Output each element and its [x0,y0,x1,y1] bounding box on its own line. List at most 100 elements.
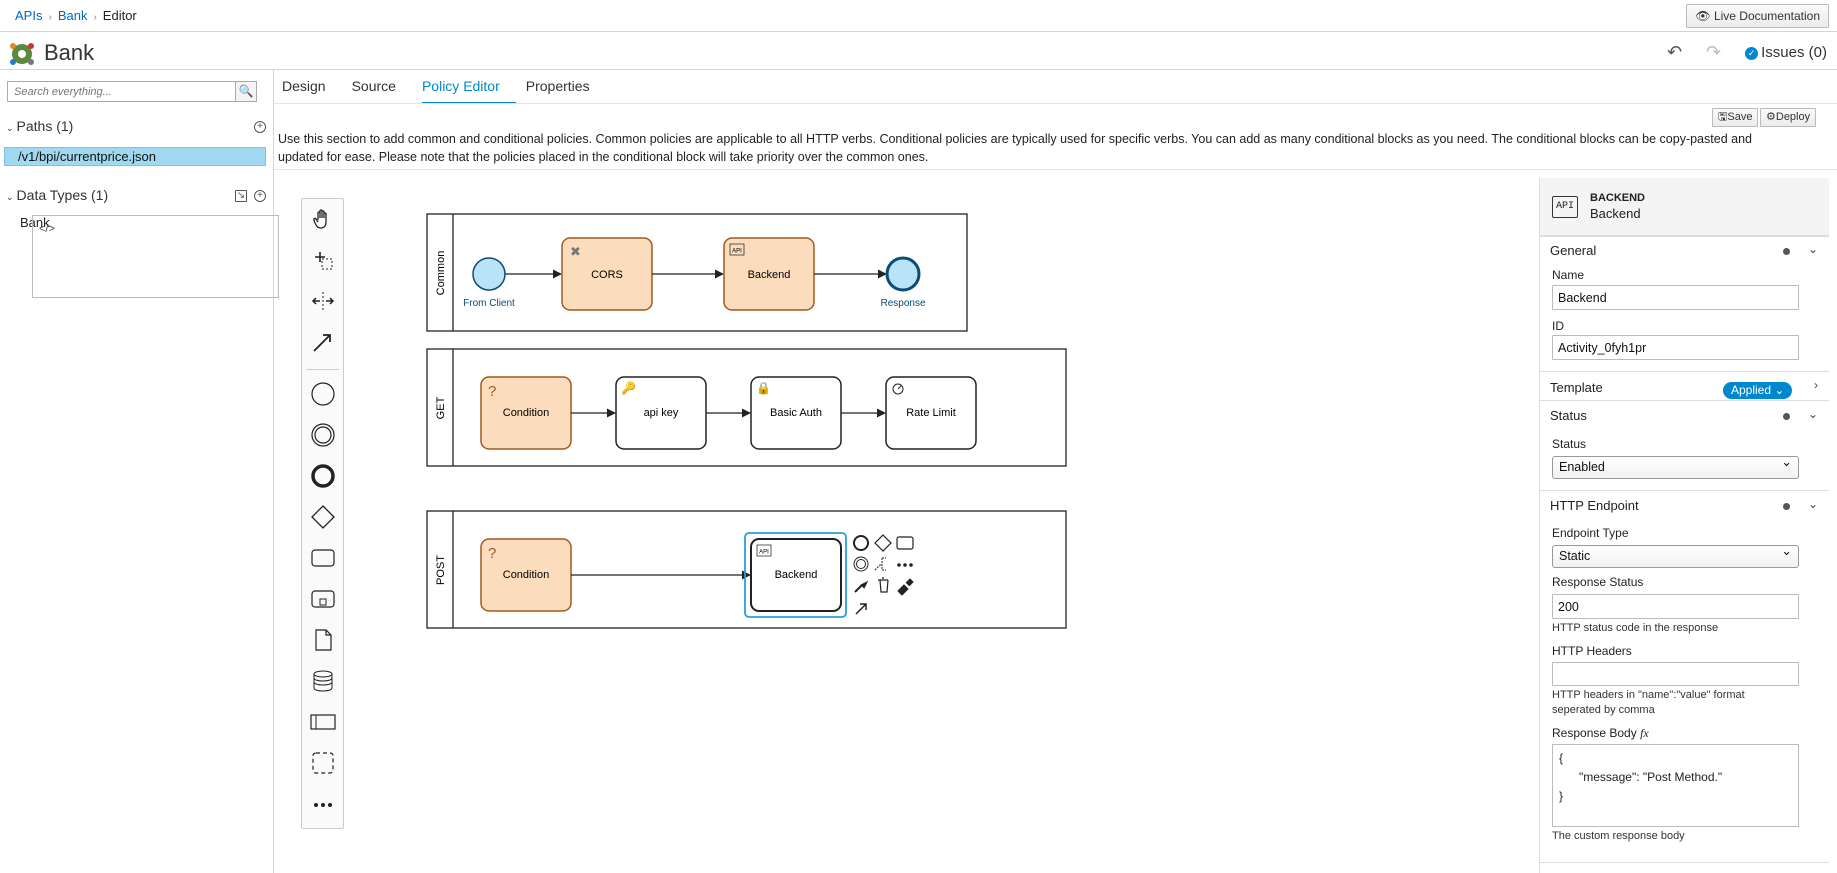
tab-design[interactable]: Design [282,78,326,94]
panel-header: API BACKEND Backend [1540,178,1829,236]
append-text-annotation-icon[interactable] [874,557,886,571]
http-endpoint-header[interactable]: HTTP Endpoint [1550,498,1639,513]
http-headers-field[interactable] [1552,662,1799,686]
deploy-label: Deploy [1775,111,1811,123]
task-icon[interactable] [302,542,343,574]
search-button[interactable]: 🔍 [235,81,257,102]
breadcrumb-current: Editor [102,8,137,23]
append-end-event-icon[interactable] [853,535,869,551]
pool-icon[interactable] [302,706,343,738]
tab-properties[interactable]: Properties [525,78,590,94]
lasso-tool-icon[interactable] [302,244,343,276]
endpoint-type-select[interactable]: Static [1552,543,1799,568]
issues-button[interactable]: ✓Issues (0) [1745,44,1827,61]
response-body-hint: The custom response body [1552,830,1685,842]
add-data-type-icon[interactable]: + [254,190,266,202]
path-item[interactable]: /v1/bpi/currentprice.json [4,147,266,166]
task-rate-limit[interactable] [885,376,977,450]
general-header[interactable]: General [1550,243,1597,258]
space-tool-icon[interactable] [302,285,343,317]
palette-divider [306,369,339,370]
data-type-item[interactable]: </>Bank [20,215,279,298]
group-icon[interactable] [302,747,343,779]
chevron-down-icon[interactable]: ⌄ [1807,242,1818,256]
paint-brush-icon[interactable] [897,578,914,596]
breadcrumb: APIs › Bank › Editor [15,8,137,23]
trash-icon[interactable] [878,577,889,593]
undo-icon[interactable]: ↶ [1666,42,1683,62]
code-icon: </> [32,215,279,298]
start-event-icon[interactable] [302,378,343,410]
group-status-dot [1783,503,1790,510]
general-group [1540,236,1829,237]
lane-post[interactable]: POST ? Condition API Backend [426,510,1067,629]
start-event[interactable] [472,257,506,291]
response-status-hint: HTTP status code in the response [1552,622,1719,634]
apicurio-logo-icon [10,43,34,65]
chevron-down-icon[interactable]: ⌄ [1807,407,1818,421]
api-icon [756,544,772,557]
id-field[interactable]: Activity_0fyh1pr [1552,335,1799,360]
end-event-icon[interactable] [302,460,343,492]
subprocess-icon[interactable] [302,583,343,615]
chevron-down-icon[interactable]: ⌄ [1807,497,1818,511]
end-event-label: Response [880,298,925,309]
data-store-icon[interactable] [302,665,343,697]
connect-arrow-icon[interactable] [855,603,867,615]
hand-tool-icon[interactable] [302,203,343,235]
chevron-right-icon[interactable]: › [1814,378,1818,392]
wrench-icon[interactable] [854,580,869,593]
response-body-label-text: Response Body [1552,726,1637,740]
live-documentation-button[interactable]: 👁 Live Documentation [1686,4,1829,28]
end-event[interactable] [885,256,921,292]
redo-icon[interactable]: ↷ [1706,42,1722,62]
status-group [1540,400,1829,401]
http-endpoint-group [1540,490,1829,491]
response-body-field[interactable]: { "message": "Post Method." } [1552,744,1799,827]
connect-tool-icon[interactable] [302,326,343,358]
breadcrumb-apis[interactable]: APIs [15,8,43,23]
svg-text:API: API [732,249,742,255]
more-icon[interactable] [302,789,343,821]
save-button[interactable]: 🖫Save [1712,108,1759,127]
breadcrumb-separator: › [93,12,97,23]
status-select[interactable]: Enabled [1552,454,1799,479]
template-applied-badge[interactable]: Applied ⌄ [1723,382,1793,399]
append-intermediate-event-icon[interactable] [853,556,869,572]
add-path-icon[interactable]: + [254,121,266,133]
template-badge-label: Applied [1731,383,1772,397]
name-field[interactable]: Backend [1552,285,1799,310]
append-task-icon[interactable] [896,536,914,550]
bpmn-canvas[interactable]: Common From Client ✖ CORS API Backend Re… [420,210,1070,640]
data-object-icon[interactable] [302,624,343,656]
intermediate-event-icon[interactable] [302,419,343,451]
append-gateway-icon[interactable] [874,534,892,552]
cors-icon: ✖ [570,244,581,259]
search-input[interactable] [7,81,236,102]
panel-bottom-divider [1540,862,1829,863]
tab-source[interactable]: Source [351,78,396,94]
response-status-field[interactable]: 200 [1552,594,1799,619]
status-header[interactable]: Status [1550,408,1587,423]
gear-icon: ⚙ [1766,111,1776,123]
id-label: ID [1552,319,1564,333]
import-data-type-icon[interactable]: ↘ [235,190,247,202]
task-backend-post[interactable] [750,538,842,612]
deploy-button[interactable]: ⚙Deploy [1760,108,1817,127]
template-header[interactable]: Template [1550,380,1603,395]
name-label: Name [1552,268,1585,282]
title-bar: Bank ↶ ↷ ✓Issues (0) [0,32,1837,70]
save-label: Save [1727,111,1753,123]
check-icon: ✓ [1745,47,1759,60]
lane-common[interactable]: Common From Client ✖ CORS API Backend Re… [426,213,968,332]
lane-get[interactable]: GET ? Condition 🔑 api key 🔒 Basic Auth R… [426,348,1067,467]
paths-header[interactable]: ⌄Paths (1) [6,118,73,134]
breadcrumb-bank[interactable]: Bank [57,8,88,23]
fx-icon[interactable]: fx [1640,726,1649,740]
group-status-dot [1783,413,1790,420]
more-options-icon[interactable] [897,563,913,567]
data-types-header[interactable]: ⌄Data Types (1) [6,187,108,203]
tab-policy-editor[interactable]: Policy Editor [421,70,516,104]
gateway-icon[interactable] [302,501,343,533]
breadcrumb-separator: › [48,12,52,23]
